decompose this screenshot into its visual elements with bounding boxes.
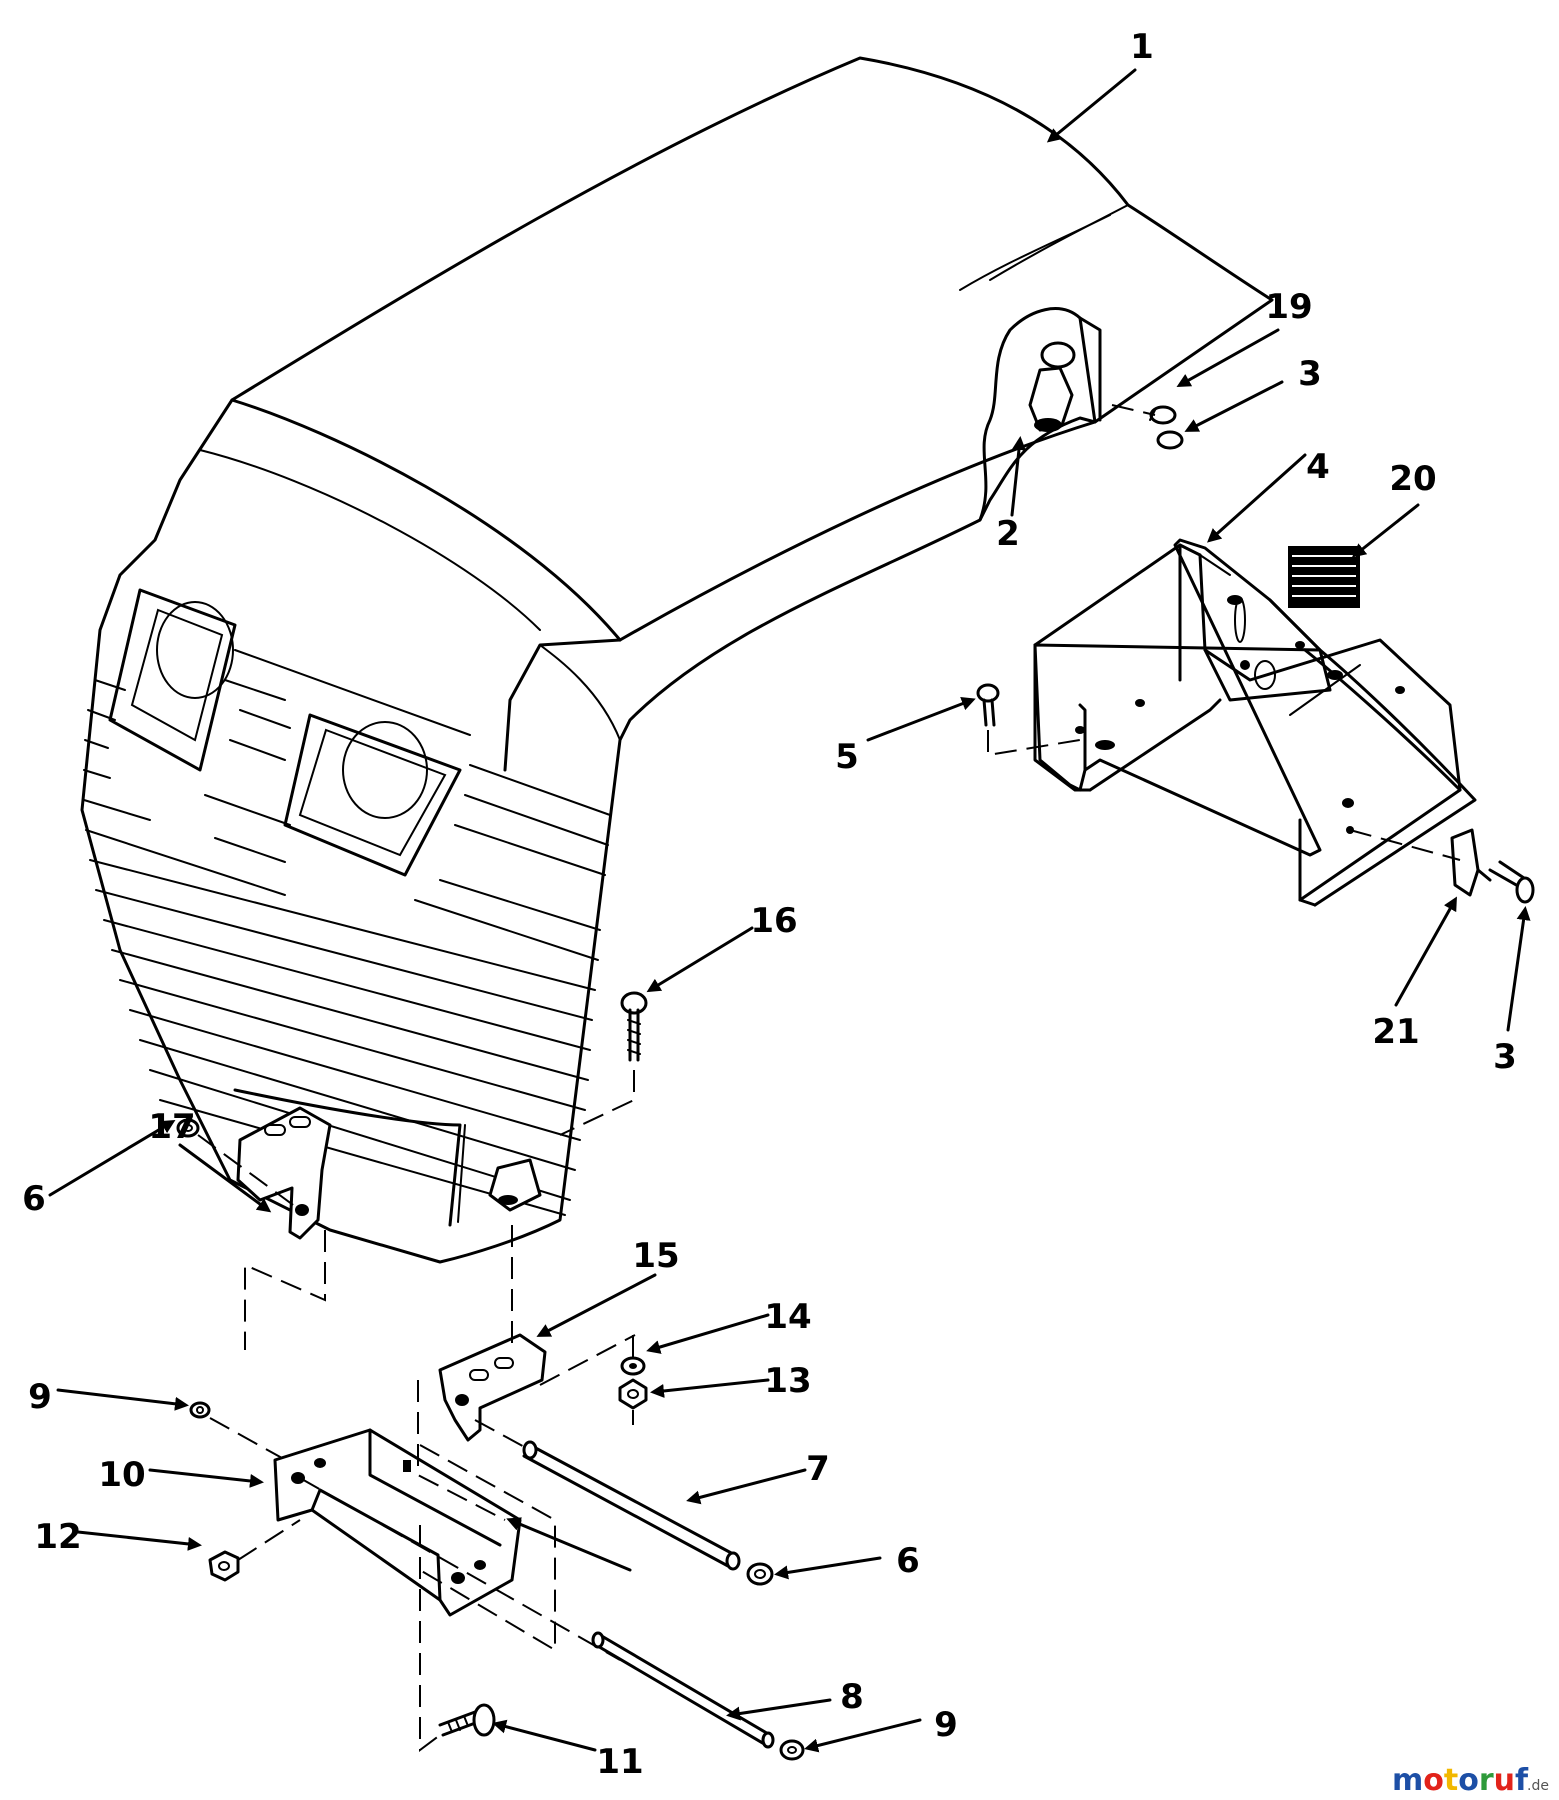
watermark-logo: motoruf .de bbox=[1392, 1763, 1549, 1798]
hood-bracket bbox=[1033, 538, 1477, 907]
callout-20: 20 bbox=[1389, 459, 1436, 499]
headlight-left bbox=[108, 588, 237, 772]
svg-text:motoruf: motoruf bbox=[1392, 1763, 1529, 1798]
washer-14 bbox=[620, 1356, 646, 1376]
callout-11: 11 bbox=[596, 1742, 643, 1782]
callout-17: 17 bbox=[148, 1107, 195, 1147]
nut-6-right bbox=[746, 1562, 774, 1586]
pin-right bbox=[1488, 860, 1535, 904]
callout-6-right: 6 bbox=[896, 1541, 920, 1581]
decal-lines bbox=[1292, 555, 1356, 597]
callout-21: 21 bbox=[1372, 1012, 1419, 1052]
wm-letter-u: u bbox=[1494, 1763, 1515, 1798]
callout-3-top: 3 bbox=[1298, 354, 1322, 394]
callout-14: 14 bbox=[764, 1297, 811, 1337]
wm-domain: .de bbox=[1527, 1778, 1549, 1794]
wm-letter-m: m bbox=[1392, 1763, 1423, 1798]
callout-16: 16 bbox=[750, 901, 797, 941]
callout-8: 8 bbox=[840, 1677, 864, 1717]
nut-12 bbox=[208, 1550, 240, 1582]
clip bbox=[1450, 828, 1492, 897]
nut-6-left bbox=[176, 1118, 200, 1138]
callout-13: 13 bbox=[764, 1361, 811, 1401]
callout-numbers: 1 2 19 3 4 20 5 21 3 16 17 6 9 10 12 15 … bbox=[22, 27, 1517, 1782]
callout-7: 7 bbox=[806, 1449, 830, 1489]
callout-9-right: 9 bbox=[934, 1705, 958, 1745]
callout-10: 10 bbox=[98, 1455, 145, 1495]
wm-letter-t: t bbox=[1444, 1763, 1458, 1798]
callout-2: 2 bbox=[996, 514, 1020, 554]
wm-letter-o1: o bbox=[1423, 1763, 1444, 1798]
wm-letter-f: f bbox=[1515, 1763, 1529, 1798]
hood bbox=[80, 56, 1274, 1264]
bracket-10 bbox=[273, 1428, 522, 1617]
nut-9-right bbox=[779, 1739, 805, 1761]
bolt-11 bbox=[438, 1703, 496, 1737]
rod-7 bbox=[522, 1440, 741, 1571]
callout-12: 12 bbox=[34, 1517, 81, 1557]
callout-15: 15 bbox=[632, 1236, 679, 1276]
callout-19: 19 bbox=[1265, 287, 1312, 327]
callout-4: 4 bbox=[1306, 447, 1330, 487]
bracket-15 bbox=[438, 1333, 547, 1442]
callout-5: 5 bbox=[835, 737, 859, 777]
rod-8 bbox=[591, 1631, 775, 1749]
wm-letter-r: r bbox=[1479, 1763, 1494, 1798]
rivets-latch bbox=[1149, 405, 1184, 450]
callout-3-right: 3 bbox=[1493, 1037, 1517, 1077]
callout-6-left: 6 bbox=[22, 1179, 46, 1219]
callout-1: 1 bbox=[1130, 27, 1154, 67]
leader-arrows bbox=[48, 68, 1531, 1753]
nut-9-left bbox=[189, 1401, 211, 1419]
bracket-17 bbox=[236, 1106, 332, 1240]
callout-9-left: 9 bbox=[28, 1377, 52, 1417]
bolt-5 bbox=[976, 683, 1000, 727]
wm-letter-o2: o bbox=[1458, 1763, 1479, 1798]
latch bbox=[1028, 341, 1076, 432]
nut-13 bbox=[618, 1378, 648, 1410]
carriage-bolt-16 bbox=[620, 991, 648, 1062]
headlight-right bbox=[283, 713, 462, 877]
